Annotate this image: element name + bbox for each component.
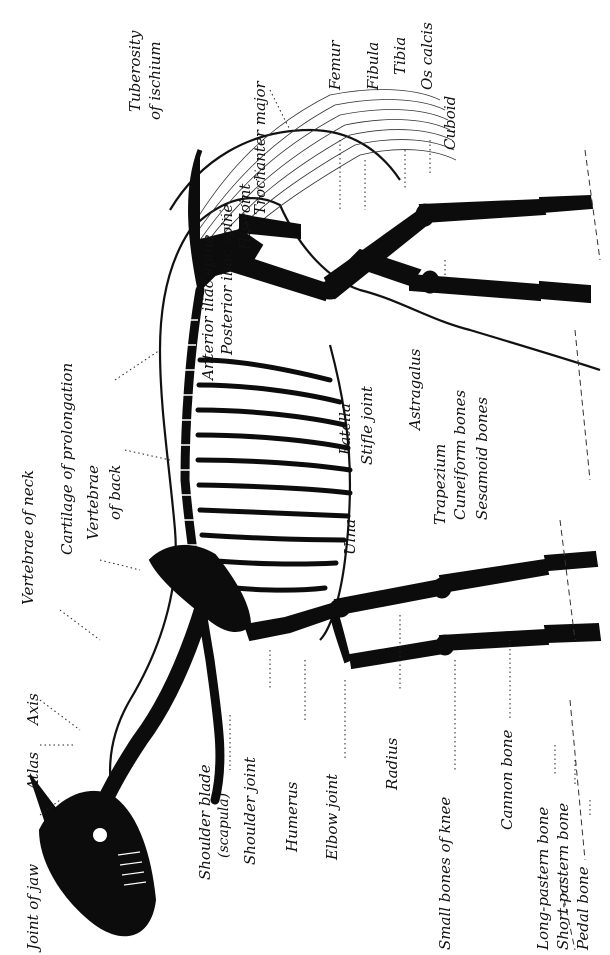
label-humerus: Humerus: [283, 781, 301, 853]
ribcage: [198, 360, 350, 590]
label-joint-of-jaw: Joint of jaw: [24, 864, 42, 953]
leader-lines: [40, 90, 590, 815]
label-short-pastern-bone: Short-pastern bone: [554, 803, 572, 950]
label-trapezium: Trapezium: [431, 444, 449, 525]
label-cartilage-of-prolongation: Cartilage of prolongation: [58, 363, 76, 555]
label-small-bones-of-knee: Small bones of knee: [436, 797, 454, 950]
label-vertebrae-of-back-line2: of back: [106, 465, 124, 520]
label-stifle-joint: Stifle joint: [358, 385, 376, 465]
label-axis: Axis: [24, 693, 42, 727]
label-long-pastern-bone: Long-pastern bone: [534, 807, 552, 951]
label-os-calcis: Os calcis: [418, 22, 436, 90]
label-shoulder-joint: Shoulder joint: [241, 756, 259, 865]
label-ulna: Ulna: [341, 519, 359, 555]
label-anterior-iliac-spine: Anterior iliac spine: [199, 234, 217, 382]
label-cannon-bone: Cannon bone: [498, 730, 516, 830]
label-atlas: Atlas: [24, 752, 42, 792]
label-trochanter-major: Trochanter major: [251, 80, 269, 215]
neck-vertebrae: [100, 600, 205, 810]
label-patella: Patella: [336, 403, 354, 456]
label-sesamoid-bones: Sesamoid bones: [473, 397, 491, 520]
label-posterior-iliac-spine: Posterior iliac spine: [218, 204, 236, 356]
label-tibia: Tibia: [391, 37, 409, 75]
label-femur: Femur: [326, 40, 344, 91]
label-radius: Radius: [383, 737, 401, 791]
label-tuberosity-line1: Tuberosity: [126, 30, 144, 112]
label-fibula: Fibula: [364, 42, 382, 91]
label-tuberosity-line2: of ischium: [146, 41, 164, 120]
label-astragalus: Astragalus: [406, 348, 424, 432]
label-cuneiform-bones: Cuneiform bones: [451, 390, 469, 520]
label-pedal-bone: Pedal bone: [574, 866, 592, 951]
label-vertebrae-of-back-line1: Vertebrae: [84, 465, 102, 540]
eye-socket: [93, 828, 107, 842]
label-shoulder-blade: Shoulder blade: [196, 764, 214, 880]
fore-legs: [245, 552, 600, 668]
label-scapula: (scapula): [216, 793, 232, 858]
label-vertebrae-of-neck: Vertebrae of neck: [19, 470, 37, 605]
label-cuboid: Cuboid: [441, 96, 459, 150]
label-elbow-joint: Elbow joint: [323, 773, 341, 861]
